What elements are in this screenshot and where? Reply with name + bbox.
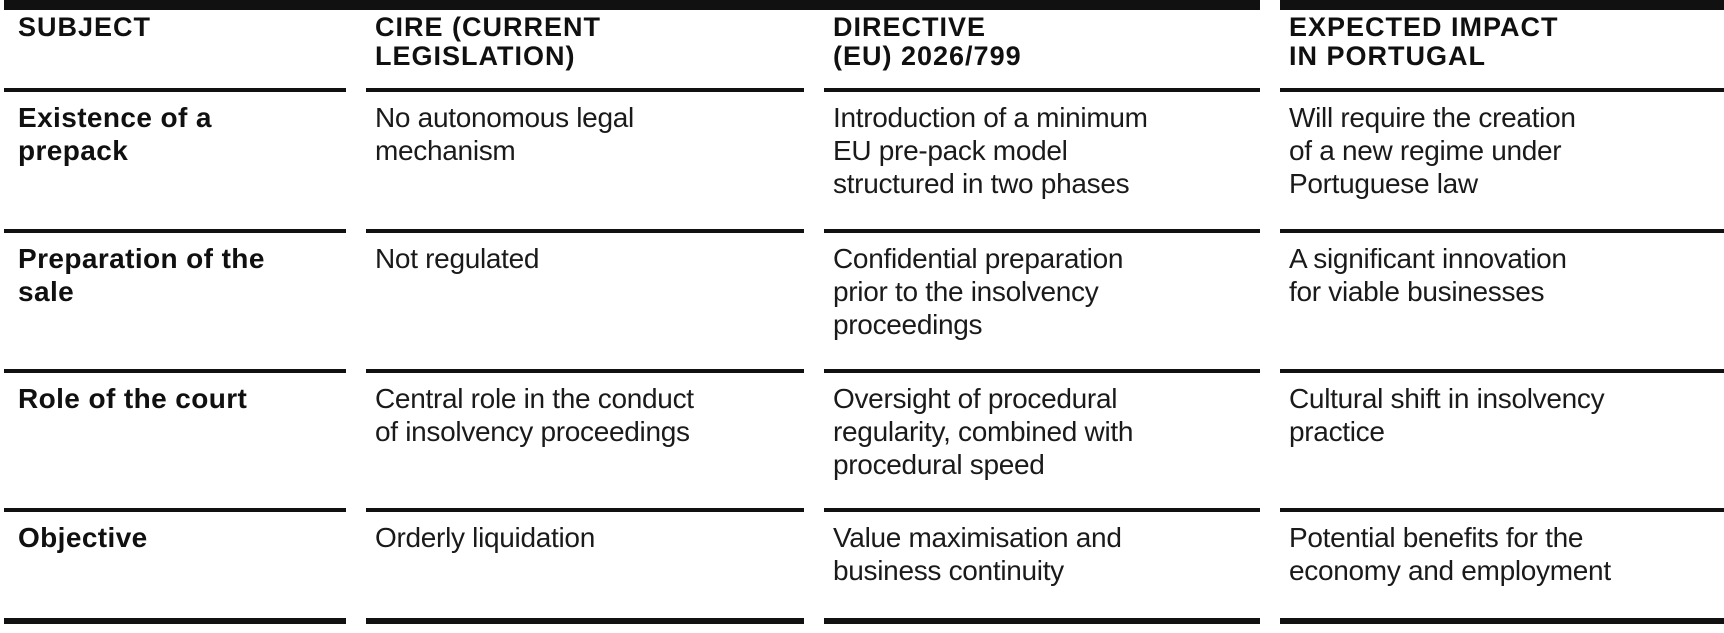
table-cell: A significant innovation for viable busi…: [1280, 229, 1724, 369]
table-bottom-rule: [824, 618, 1260, 633]
table-cell: Will require the creation of a new regim…: [1280, 88, 1724, 229]
column-header-subject: SUBJECT: [18, 12, 152, 42]
table-cell: Central role in the conduct of insolvenc…: [366, 369, 804, 508]
table-bottom-rule: [366, 618, 804, 633]
table-cell: Not regulated: [366, 229, 804, 369]
table-cell: Confidential preparation prior to the in…: [824, 229, 1260, 369]
table-cell: No autonomous legal mechanism: [366, 88, 804, 229]
row-label-existence-of-a-prepack: Existence of a prepack: [4, 88, 346, 229]
table-bottom-rule: [1280, 618, 1724, 633]
table-cell: Introduction of a minimum EU pre-pack mo…: [824, 88, 1260, 229]
row-label-preparation-of-the-sale: Preparation of the sale: [4, 229, 346, 369]
table-top-rule-left: [4, 0, 1260, 10]
column-header-impact: EXPECTED IMPACT IN PORTUGAL: [1289, 12, 1559, 71]
table-cell: Orderly liquidation: [366, 508, 804, 618]
table-cell: Value maximisation and business continui…: [824, 508, 1260, 618]
column-header-directive: DIRECTIVE (EU) 2026/799: [833, 12, 1022, 71]
table-cell: Cultural shift in insolvency practice: [1280, 369, 1724, 508]
row-label-objective: Objective: [4, 508, 346, 618]
column-header-cire: CIRE (CURRENT LEGISLATION): [375, 12, 601, 71]
table-cell: Potential benefits for the economy and e…: [1280, 508, 1724, 618]
table-bottom-rule: [4, 618, 346, 633]
row-label-role-of-the-court: Role of the court: [4, 369, 346, 508]
table-cell: Oversight of procedural regularity, comb…: [824, 369, 1260, 508]
table-top-rule-right: [1280, 0, 1724, 10]
